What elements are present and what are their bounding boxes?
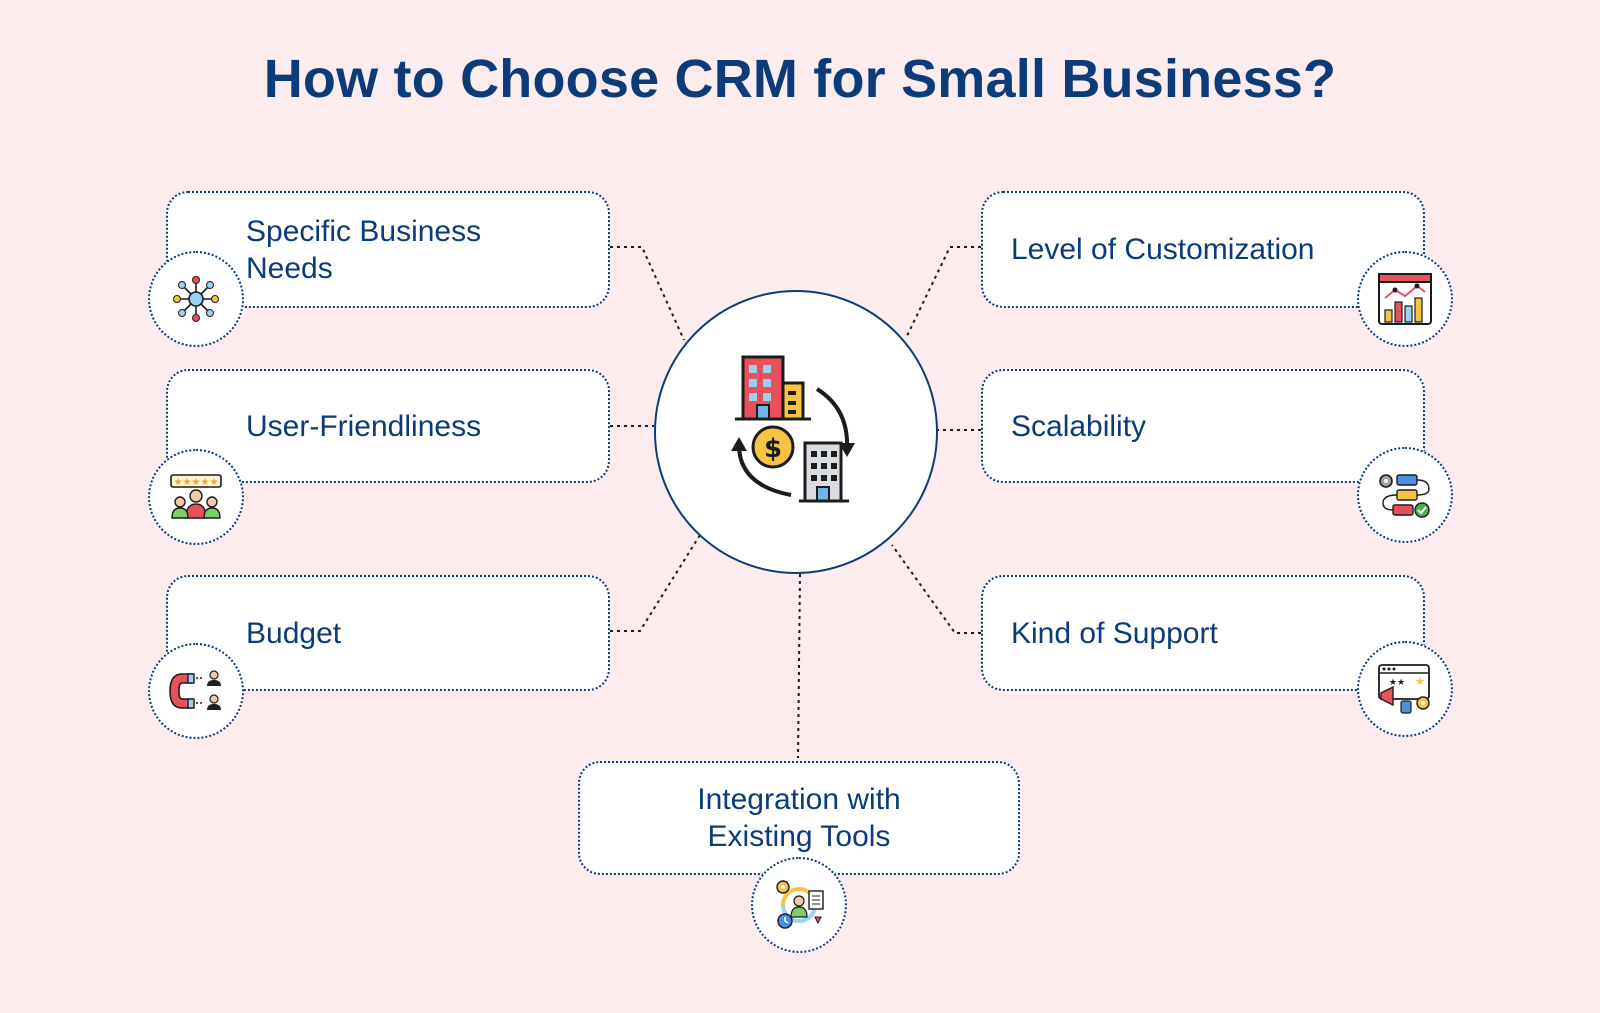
svg-text:$: $ [764,434,782,464]
factor-label: Integration with Existing Tools [697,783,901,853]
factor-label: User-Friendliness [246,409,482,443]
support-feedback-icon: ★★ ★ [1378,664,1430,714]
factor-label: Specific Business Needs [246,214,482,285]
badge-user-friendliness: ★★★★★ [148,449,244,545]
magnet-customers-icon [169,670,221,710]
factor-card-level-of-customization: Level of Customization [981,191,1425,308]
factor-label: Kind of Support [1011,616,1218,650]
central-hub: $ [654,290,938,574]
connector-integration [797,573,801,759]
svg-text:★★: ★★ [1389,678,1405,688]
analytics-chart-icon [1378,273,1432,325]
factor-card-integration: Integration with Existing Tools [578,761,1020,875]
svg-text:★★★★★: ★★★★★ [174,477,219,488]
badge-kind-of-support: ★★ ★ [1357,641,1453,737]
connector-budget [610,534,701,632]
badge-scalability [1357,447,1453,543]
factor-card-user-friendliness: User-Friendliness [166,369,610,483]
badge-budget [148,643,244,739]
integration-tools-icon [776,880,824,929]
network-user-icon [173,276,219,322]
factor-card-kind-of-support: Kind of Support [981,575,1425,691]
svg-text:★: ★ [1415,675,1425,688]
connector-customization [905,246,981,339]
connector-specific-needs [610,246,685,341]
badge-integration [751,857,847,953]
badge-specific-business-needs [148,251,244,347]
badge-level-of-customization [1357,251,1453,347]
factor-label: Level of Customization [1011,233,1315,266]
factor-label: Scalability [1011,409,1147,443]
workflow-settings-icon [1379,474,1430,518]
user-rating-icon: ★★★★★ [170,474,222,519]
connector-support [891,544,981,634]
factor-card-specific-business-needs: Specific Business Needs [166,191,610,308]
crm-buildings-exchange-icon: $ [731,355,855,503]
factor-card-scalability: Scalability [981,369,1425,483]
page-title: How to Choose CRM for Small Business? [263,49,1337,109]
factor-label: Budget [246,616,342,650]
